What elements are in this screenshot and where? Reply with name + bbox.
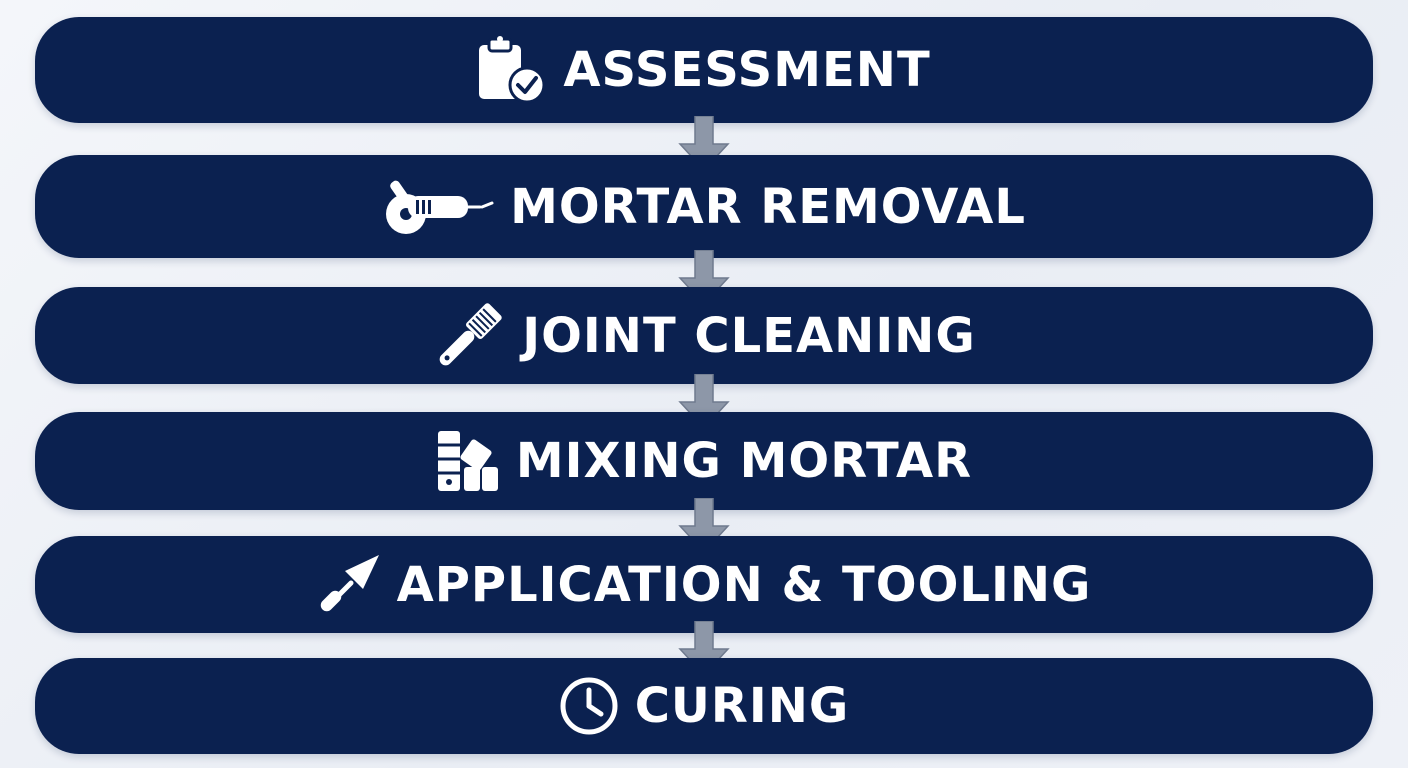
step-application-tooling: APPLICATION & TOOLING [35, 536, 1373, 633]
step-assessment: ASSESSMENT [35, 17, 1373, 123]
step-curing: CURING [35, 658, 1373, 754]
step-label: MORTAR REMOVAL [510, 178, 1026, 235]
trowel-icon [317, 553, 381, 617]
mortar-bags-icon [436, 429, 500, 493]
step-label: APPLICATION & TOOLING [396, 556, 1092, 613]
step-label: MIXING MORTAR [515, 433, 973, 489]
step-mixing-mortar: MIXING MORTAR [35, 412, 1373, 510]
clipboard-check-icon [477, 35, 547, 105]
angle-grinder-icon [382, 172, 494, 242]
step-label: CURING [634, 678, 850, 734]
step-mortar-removal: MORTAR REMOVAL [35, 155, 1373, 258]
step-label: JOINT CLEANING [522, 307, 976, 364]
step-joint-cleaning: JOINT CLEANING [35, 287, 1373, 384]
wire-brush-icon [432, 301, 506, 371]
step-label: ASSESSMENT [563, 42, 931, 98]
clock-icon [559, 676, 619, 736]
